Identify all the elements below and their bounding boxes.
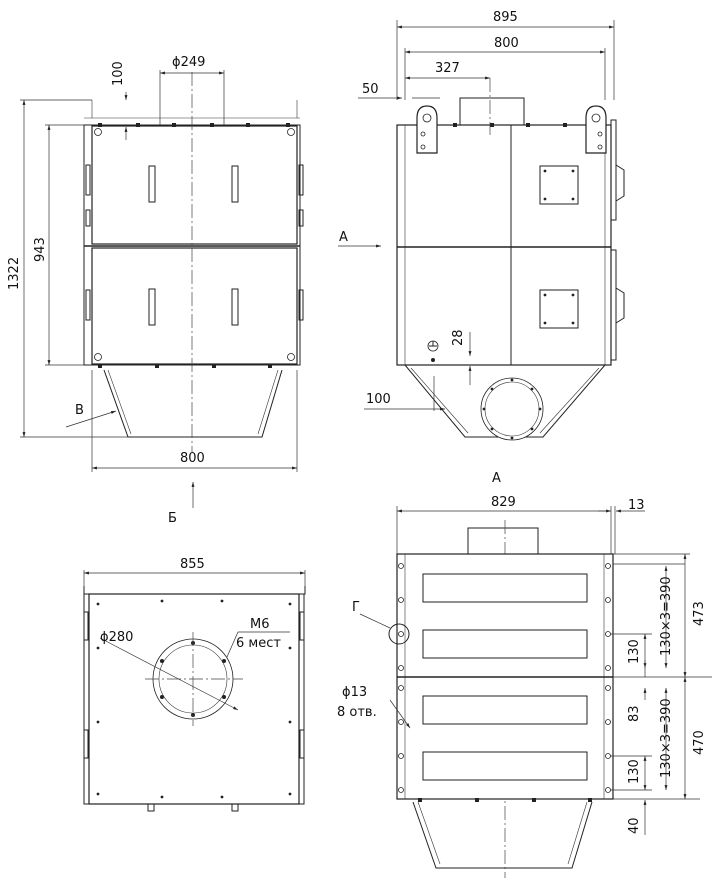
- dim-view-a-lower-height: 470: [692, 730, 707, 755]
- dim-side-bottom-offset: 100: [366, 392, 391, 407]
- access-plate: [539, 289, 579, 329]
- view-a-slot: [422, 695, 588, 725]
- dim-side-outlet-offset: 327: [435, 61, 460, 76]
- view-a-hopper: [412, 801, 593, 869]
- dim-view-a-bottom: 40: [627, 817, 642, 834]
- dim-front-body-height: 943: [33, 237, 48, 262]
- side-inlet-flange: [480, 377, 544, 441]
- view-a-outlet: [467, 527, 539, 555]
- detail-g-label: Г: [352, 600, 360, 615]
- lifting-lug: [585, 105, 607, 154]
- view-a: А 829 13: [337, 471, 712, 878]
- dim-view-a-width: 829: [491, 495, 516, 510]
- view-a-slot: [422, 573, 588, 603]
- side-view: 895 800 327 50 А 28 100: [338, 10, 625, 441]
- dim-front-total-height: 1322: [7, 257, 22, 290]
- dim-side-lug: 50: [362, 82, 379, 97]
- dim-front-top-diameter: ϕ249: [172, 55, 205, 70]
- front-handle: [231, 165, 239, 203]
- front-hopper: [103, 369, 283, 438]
- side-handle: [615, 287, 625, 324]
- front-handle: [148, 288, 156, 326]
- dim-view-a-step-upper: 130: [627, 639, 642, 664]
- dim-view-a-offset: 13: [628, 498, 645, 513]
- thread-count: 6 мест: [236, 636, 281, 651]
- lifting-lug: [416, 105, 438, 154]
- view-a-hole-count: 8 отв.: [337, 705, 377, 720]
- leader-v-label: В: [75, 403, 84, 418]
- dim-view-a-hole: ϕ13: [342, 685, 367, 700]
- view-a-slot: [422, 629, 588, 659]
- dim-view-a-upper-height: 473: [692, 601, 707, 626]
- side-outlet: [459, 97, 525, 126]
- front-view: ϕ249 100 1322 943 800 В Б: [7, 55, 304, 526]
- view-a-title: А: [492, 471, 501, 486]
- front-handle: [148, 165, 156, 203]
- thread-size: М6: [250, 617, 270, 632]
- view-a-slot: [422, 751, 588, 781]
- dim-view-a-step-lower: 130: [627, 759, 642, 784]
- dim-bottom-inlet-diameter: ϕ280: [100, 630, 133, 645]
- side-handle: [615, 164, 625, 202]
- front-handle: [231, 288, 239, 326]
- front-upper-panel: [91, 125, 298, 245]
- dim-side-ground: 28: [451, 329, 466, 346]
- detail-g-circle: [388, 623, 410, 645]
- dim-view-a-pitch-lower: 130×3=390: [659, 698, 674, 778]
- view-arrow-b: Б: [168, 511, 177, 526]
- dim-view-a-pitch-upper: 130×3=390: [659, 576, 674, 656]
- access-plate: [539, 165, 579, 205]
- front-lower-panel: [91, 247, 298, 365]
- bottom-view: 855 ϕ280 М6 6 мест: [83, 557, 306, 812]
- dim-view-a-gap: 83: [627, 705, 642, 722]
- dim-front-top-offset: 100: [111, 61, 126, 86]
- dim-bottom-width: 855: [180, 557, 205, 572]
- dim-side-overall: 895: [493, 10, 518, 25]
- dim-front-width: 800: [180, 451, 205, 466]
- view-arrow-a: А: [339, 230, 348, 245]
- dim-side-body: 800: [494, 36, 519, 51]
